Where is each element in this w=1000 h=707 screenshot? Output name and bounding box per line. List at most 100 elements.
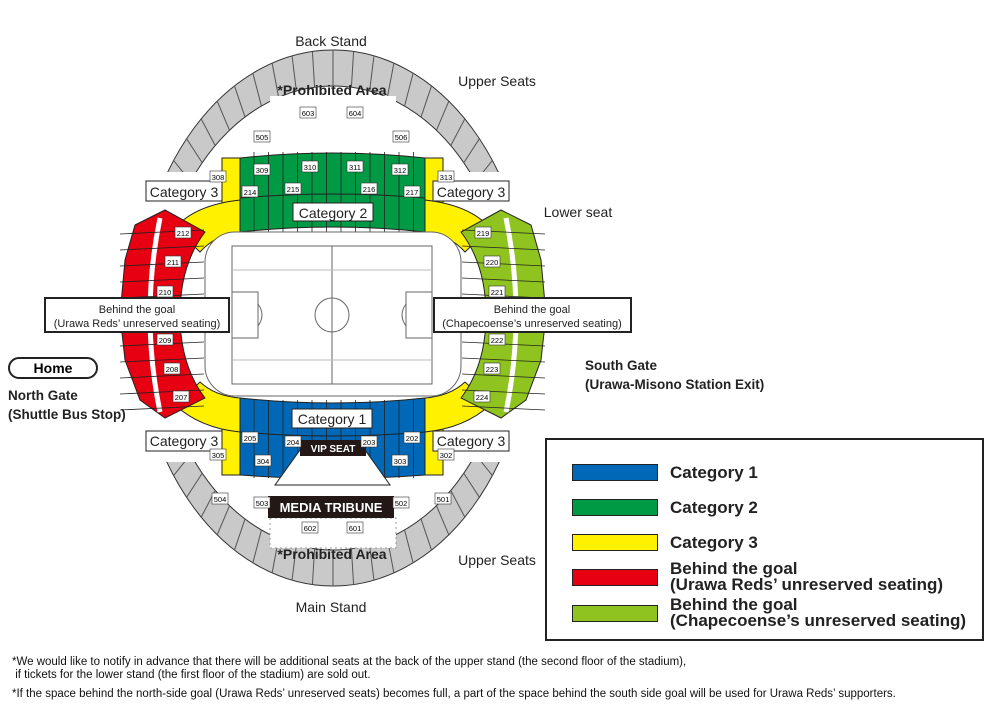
seat-divider [461, 405, 546, 411]
seat-divider [461, 261, 546, 267]
note-additional-seats: *We would like to notify in advance that… [12, 656, 686, 682]
section-tag-504[interactable]: 504 [211, 492, 229, 505]
section-number: 221 [491, 288, 504, 297]
section-tag-205[interactable]: 205 [241, 431, 259, 444]
section-number: 202 [406, 434, 419, 443]
section-number: 304 [257, 457, 270, 466]
section-number: 305 [212, 451, 225, 460]
section-tag-310[interactable]: 310 [301, 160, 319, 173]
section-number: 217 [406, 188, 419, 197]
section-tag-209[interactable]: 209 [156, 333, 174, 346]
seat-divider [252, 73, 262, 107]
section-tag-312[interactable]: 312 [391, 163, 409, 176]
section-tag-215[interactable]: 215 [284, 182, 302, 195]
seat-divider [463, 138, 480, 164]
section-number: 224 [476, 393, 489, 402]
section-number: 505 [256, 133, 269, 142]
section-tag-602[interactable]: 602 [301, 521, 319, 534]
section-tag-211[interactable]: 211 [164, 255, 182, 268]
seat-divider [404, 73, 414, 107]
seat-divider [420, 518, 432, 551]
section-tag-305[interactable]: 305 [209, 448, 227, 461]
north-goal-label-2: (Urawa Reds’ unreserved seating) [54, 318, 221, 330]
section-tag-308[interactable]: 308 [209, 170, 227, 183]
section-tag-304[interactable]: 304 [254, 454, 272, 467]
north-goal-label-1: Behind the goal [99, 304, 175, 316]
upper-seats-bottom-label: Upper Seats [458, 552, 536, 568]
section-tag-224[interactable]: 224 [473, 390, 491, 403]
section-tag-601[interactable]: 601 [346, 521, 364, 534]
seat-divider [119, 277, 205, 283]
category-1-label: Category 1 [298, 411, 367, 427]
section-tag-505[interactable]: 505 [253, 130, 271, 143]
section-tag-212[interactable]: 212 [174, 226, 192, 239]
seat-divider [119, 245, 205, 251]
section-number: 310 [304, 163, 317, 172]
section-number: 208 [166, 365, 179, 374]
section-number: 506 [395, 133, 408, 142]
seat-divider [173, 462, 186, 476]
legend-item-south-goal: Behind the goal(Chapecoense’s unreserved… [572, 596, 966, 629]
section-tag-202[interactable]: 202 [403, 431, 421, 444]
section-number: 504 [214, 495, 227, 504]
section-tag-207[interactable]: 207 [172, 390, 190, 403]
section-tag-313[interactable]: 313 [437, 170, 455, 183]
section-tag-203[interactable]: 203 [360, 435, 378, 448]
section-tag-223[interactable]: 223 [483, 362, 501, 375]
section-number: 302 [440, 451, 453, 460]
section-tag-216[interactable]: 216 [360, 182, 378, 195]
section-tag-221[interactable]: 221 [488, 285, 506, 298]
section-number: 602 [304, 524, 317, 533]
seat-divider [386, 63, 395, 98]
section-tag-604[interactable]: 604 [346, 106, 364, 119]
section-tag-302[interactable]: 302 [437, 448, 455, 461]
section-tag-217[interactable]: 217 [403, 185, 421, 198]
legend-item-category-3: Category 3 [572, 534, 758, 551]
section-tag-219[interactable]: 219 [474, 226, 492, 239]
seat-divider [311, 51, 316, 88]
seat-divider [461, 389, 546, 395]
south-goal-label-2: (Chapecoense’s unreserved seating) [442, 318, 622, 330]
seat-divider [252, 529, 262, 563]
vip-seat[interactable] [300, 440, 366, 456]
section-number: 215 [287, 185, 300, 194]
section-tag-311[interactable]: 311 [346, 160, 364, 173]
seat-divider [234, 518, 246, 551]
section-tag-210[interactable]: 210 [156, 285, 174, 298]
category-1-block[interactable] [239, 397, 426, 486]
legend-label: Behind the goal [670, 559, 798, 578]
legend-item-category-2: Category 2 [572, 499, 758, 516]
section-tag-502[interactable]: 502 [392, 496, 410, 509]
seat-divider [435, 505, 450, 536]
section-tag-204[interactable]: 204 [284, 435, 302, 448]
category-3-label-br: Category 3 [437, 433, 506, 449]
section-tag-208[interactable]: 208 [163, 362, 181, 375]
section-tag-214[interactable]: 214 [241, 185, 259, 198]
section-number: 501 [437, 495, 450, 504]
section-number: 603 [302, 109, 315, 118]
section-tag-222[interactable]: 222 [488, 333, 506, 346]
seat-divider [271, 63, 280, 98]
seat-divider [350, 548, 355, 585]
seat-divider [461, 373, 546, 379]
note-north-goal: *If the space behind the north-side goal… [12, 688, 896, 700]
category-3-label-tl: Category 3 [150, 184, 219, 200]
south-gate-detail: (Urawa-Misono Station Exit) [585, 377, 765, 392]
seat-divider [186, 472, 203, 498]
section-tag-603[interactable]: 603 [299, 106, 317, 119]
section-tag-506[interactable]: 506 [392, 130, 410, 143]
section-number: 204 [287, 438, 300, 447]
section-tag-501[interactable]: 501 [434, 492, 452, 505]
south-goal-label-1: Behind the goal [494, 304, 570, 316]
section-number: 219 [477, 229, 490, 238]
section-tag-503[interactable]: 503 [253, 496, 271, 509]
section-tag-220[interactable]: 220 [483, 255, 501, 268]
vip-seat-label: VIP SEAT [311, 444, 356, 455]
section-tag-303[interactable]: 303 [391, 454, 409, 467]
section-tag-309[interactable]: 309 [253, 163, 271, 176]
section-number: 207 [175, 393, 188, 402]
legend: Category 1 Category 2 Category 3 Behind … [545, 438, 984, 641]
seat-divider [435, 100, 450, 131]
legend-swatch [572, 604, 658, 622]
